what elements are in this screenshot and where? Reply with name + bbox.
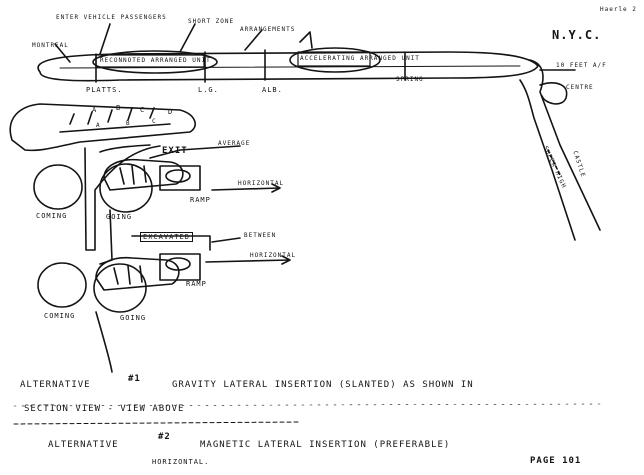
stalk-outer [84,145,161,251]
divider-label: AVERAGE [218,140,251,147]
plug-cluster-tabs [69,107,155,125]
arrangements-label: ARRANGEMENTS [240,26,296,33]
ramp-box-1 [159,165,201,191]
station-alb: ALB. [262,86,283,94]
horizontal-label-2: HORIZONTAL [250,252,297,259]
arrangement-bar [297,51,371,67]
station-arrow-alb [299,31,313,49]
plug-letter-d: D [168,108,174,116]
alt2-line2: HORIZONTAL. [152,458,210,466]
right-branch-loop [539,82,568,105]
main-track-outline [37,51,539,82]
diagram-bar-label: RECONNOTED ARRANGED UNIT [100,57,211,64]
montreal-label: MONTREAL [32,42,69,49]
cut-label: BETWEEN [244,232,277,239]
right-branch-dash [547,149,561,176]
horizontal-arrow-2 [205,255,291,265]
horizontal-label-1: HORIZONTAL [238,180,285,187]
alt2-number: #2 [158,432,171,442]
going-hatch-2 [113,265,143,285]
horizontal-arrow-1 [211,183,281,193]
plug-cluster-line [59,123,171,133]
ramp-label-2: RAMP [186,280,207,288]
station-platts: PLATTS. [86,86,123,94]
going-hatch-1 [119,165,147,185]
sub-letter-b: B [126,120,131,127]
station-spring: SPRING [396,76,424,83]
pointer-short-zone [179,23,196,53]
sub-letter-c: C [152,118,157,125]
going-circle-1 [99,163,153,213]
alt1-number: #1 [128,374,141,384]
right-mid-label: CENTRE [566,84,594,91]
pointer-arrangements [244,29,263,51]
stalk-inner [99,144,151,153]
main-track-centerline [59,65,521,69]
plug-letter-b: B [116,104,122,112]
station-lg: L.G. [198,86,219,94]
pointer-montreal [54,43,71,63]
page-label: PAGE 101 [530,456,582,466]
going-label-1: GOING [106,213,133,221]
notes-rule-1 [13,421,301,425]
ramp-oval-2 [165,257,191,271]
going-label-2: GOING [120,314,147,322]
sub-letter-a: A [96,122,101,129]
plug-letter-a: A [92,106,98,114]
ramp-oval-1 [165,169,191,183]
coming-circle-1 [33,164,83,210]
pointer-upper [99,23,111,55]
ramp-connector-1 [149,145,241,159]
plug-cluster-outline [9,103,196,152]
alt2-prefix: ALTERNATIVE [48,440,119,450]
plug-letter-c: C [140,106,146,114]
right-branch-outer [529,59,601,231]
alt1-prefix: ALTERNATIVE [20,380,91,390]
corner-note: Haerle 2 [600,6,637,13]
excavated-bracket [131,235,211,251]
ramp-box-2 [159,253,201,281]
short-zone-label: SHORT ZONE [188,18,235,25]
coming-label-1: COMING [36,212,68,220]
oval-label: ACCELERATING ARRANGED UNIT [300,55,420,62]
right-branch-inner [519,79,576,241]
alt1-text: GRAVITY LATERAL INSERTION (SLANTED) AS S… [172,380,474,390]
short-zone-oval [92,50,218,74]
cut-pointer [211,237,241,243]
excavated-label: EXCAVATED [140,232,193,242]
top-right-label: N.Y.C. [552,28,602,42]
going-bulb-2 [95,256,180,291]
coming-circle-2 [37,262,87,308]
right-top-label: 10 FEET A/F [556,62,607,69]
alt1-line2: SECTION VIEW - VIEW ABOVE [24,404,185,414]
coming-label-2: COMING [44,312,76,320]
upper-label: ENTER VEHICLE PASSENGERS [56,14,167,21]
arrangement-oval [289,47,381,73]
alt2-text: MAGNETIC LATERAL INSERTION (PREFERABLE) [200,440,451,450]
going-bulb-1 [103,158,184,191]
notes-rule-2 [13,403,601,407]
stalk-bottom [95,311,113,373]
exit-label: EXIT [162,146,188,156]
ramp-label-1: RAMP [190,196,211,204]
going-circle-2 [93,263,147,313]
